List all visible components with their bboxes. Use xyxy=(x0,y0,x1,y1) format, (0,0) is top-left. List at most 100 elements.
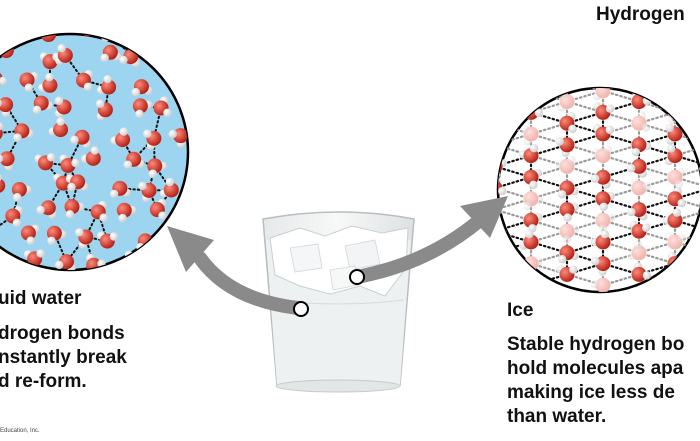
ice-pointer xyxy=(349,269,365,285)
ice-lattice-circle xyxy=(496,69,700,294)
water-molecule xyxy=(0,71,8,87)
water-molecule xyxy=(498,245,507,261)
water-molecule xyxy=(168,34,187,37)
liquid-desc-line: d re-form. xyxy=(0,371,87,392)
water-molecule xyxy=(67,174,89,192)
water-molecule xyxy=(590,230,611,250)
water-molecule xyxy=(75,69,93,91)
water-molecule xyxy=(593,124,615,142)
water-molecule xyxy=(13,123,34,142)
water-molecule xyxy=(590,277,611,292)
water-molecule xyxy=(70,129,91,149)
water-molecule xyxy=(0,97,14,117)
water-molecule xyxy=(20,224,40,245)
copyright-text: Education, Inc. xyxy=(0,428,40,434)
water-molecule xyxy=(498,132,503,153)
water-molecule xyxy=(518,88,539,103)
water-molecule xyxy=(75,228,94,249)
water-molecule xyxy=(46,225,67,245)
water-molecule xyxy=(153,96,172,118)
water-molecule xyxy=(555,155,576,174)
ice-desc-line: than water. xyxy=(507,406,607,427)
water-molecule xyxy=(498,115,503,136)
water-molecule xyxy=(149,198,167,220)
water-molecule xyxy=(518,144,539,164)
water-molecule xyxy=(631,176,652,196)
hydrogen-bonds-heading: Hydrogen xyxy=(596,4,685,25)
water-molecule xyxy=(38,73,58,93)
water-molecule xyxy=(55,254,76,270)
water-molecule xyxy=(557,90,575,112)
water-molecule xyxy=(559,202,579,222)
water-molecule xyxy=(81,146,101,166)
liquid-desc-line: drogen bonds xyxy=(0,323,125,344)
water-molecule xyxy=(557,245,579,264)
liquid-water-description: drogen bonds nstantly break d re-form. xyxy=(0,322,127,394)
ice-desc-line: Stable hydrogen bo xyxy=(507,334,685,355)
water-molecule xyxy=(630,69,650,87)
water-molecule xyxy=(123,250,144,270)
water-molecule xyxy=(155,42,173,64)
water-molecule xyxy=(155,261,176,270)
water-molecule xyxy=(662,208,683,228)
water-molecule xyxy=(627,202,648,221)
water-molecule xyxy=(0,173,6,194)
water-molecule xyxy=(667,104,688,125)
water-molecule xyxy=(97,231,119,249)
water-molecule xyxy=(11,182,32,202)
water-molecule xyxy=(96,74,117,95)
water-molecule xyxy=(131,79,153,97)
water-molecule xyxy=(663,88,683,103)
water-molecule xyxy=(665,232,687,250)
water-molecule xyxy=(64,199,85,219)
water-molecule xyxy=(555,137,575,157)
water-molecule xyxy=(138,181,157,203)
water-molecule xyxy=(592,88,611,101)
water-molecule xyxy=(168,69,186,91)
water-molecule xyxy=(523,168,542,190)
water-molecule xyxy=(559,223,579,244)
water-molecule xyxy=(0,261,17,270)
water-molecule xyxy=(593,102,615,120)
water-molecule xyxy=(631,137,652,157)
water-molecule xyxy=(557,180,579,199)
ice-desc-line: making ice less de xyxy=(507,382,675,403)
liquid-water-circle xyxy=(0,32,190,272)
water-molecule xyxy=(109,180,131,199)
water-molecule xyxy=(564,88,573,93)
water-molecule xyxy=(110,127,131,148)
arrow-to-ice xyxy=(355,196,508,283)
water-molecule xyxy=(95,99,113,121)
water-molecule xyxy=(498,94,507,114)
water-molecule xyxy=(520,124,539,146)
water-molecule xyxy=(629,220,651,239)
water-molecule xyxy=(667,187,686,208)
water-molecule xyxy=(159,177,179,198)
water-molecule xyxy=(143,129,162,150)
water-molecule xyxy=(123,151,145,169)
water-molecule xyxy=(519,229,539,250)
water-molecule xyxy=(147,158,167,178)
water-molecule xyxy=(591,256,611,276)
water-molecule xyxy=(116,202,137,223)
water-molecule xyxy=(16,34,33,42)
liquid-water-title: uid water xyxy=(0,288,82,309)
water-molecule xyxy=(559,112,577,134)
water-molecule xyxy=(5,206,23,228)
water-molecule xyxy=(631,111,650,132)
liquid-water-pointer xyxy=(293,301,309,317)
liquid-desc-line: nstantly break xyxy=(0,347,127,368)
water-molecule xyxy=(48,117,69,138)
ice-desc-line: hold molecules apa xyxy=(507,358,684,379)
water-molecule xyxy=(54,96,72,118)
water-molecule xyxy=(498,266,504,286)
water-molecule xyxy=(663,277,683,292)
water-molecule xyxy=(23,249,45,267)
ice-title: Ice xyxy=(507,300,534,321)
water-molecule xyxy=(55,44,73,65)
water-molecule xyxy=(19,72,39,92)
water-molecule xyxy=(667,167,686,189)
water-molecule xyxy=(665,123,683,145)
water-molecule xyxy=(138,34,148,35)
water-molecule xyxy=(627,240,647,261)
